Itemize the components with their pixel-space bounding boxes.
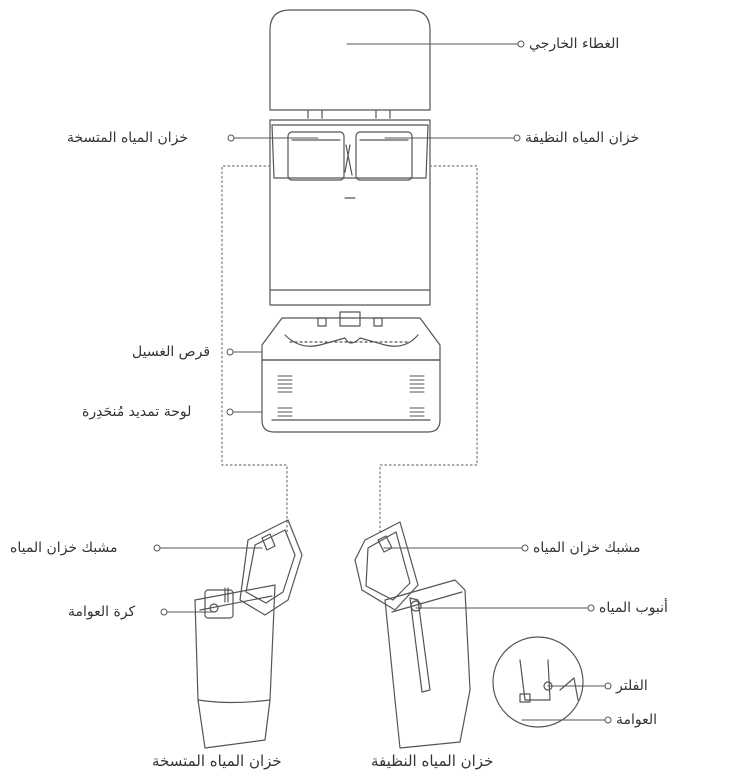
label-washing-tray: قرص الغسيل <box>132 344 211 360</box>
label-clean-tank-top: خزان المياه النظيفة <box>525 130 640 146</box>
filter-detail-circle <box>492 636 584 728</box>
dotted-connector <box>221 165 478 536</box>
label-float: العوامة <box>616 712 658 728</box>
station-illustration <box>261 9 441 433</box>
water-tube-part <box>409 597 431 693</box>
outer-cover <box>269 9 431 111</box>
dirty-tank-top <box>287 131 345 181</box>
label-ramp-extension: لوحة تمديد مُنحَدِرة <box>82 404 192 420</box>
label-dirty-tank-top: خزان المياه المتسخة <box>67 130 189 146</box>
clean-tank-top <box>355 131 413 181</box>
caption-dirty-tank: خزان المياه المتسخة <box>152 752 282 770</box>
leader-lines <box>153 40 612 724</box>
label-clean-tank-clip: مشبك خزان المياه <box>533 540 641 556</box>
label-filter: الفلتر <box>616 678 648 694</box>
dirty-tank-illustration <box>194 519 303 749</box>
float-ball-part <box>204 589 234 619</box>
caption-clean-tank: خزان المياه النظيفة <box>371 752 494 770</box>
station-body <box>269 119 431 306</box>
label-float-ball: كرة العوامة <box>68 604 136 620</box>
label-dirty-tank-clip: مشبك خزان المياه <box>10 540 118 556</box>
label-water-tube: أنبوب المياه <box>599 600 668 616</box>
ramp-extension <box>261 359 441 433</box>
label-outer-cover: الغطاء الخارجي <box>529 36 620 52</box>
